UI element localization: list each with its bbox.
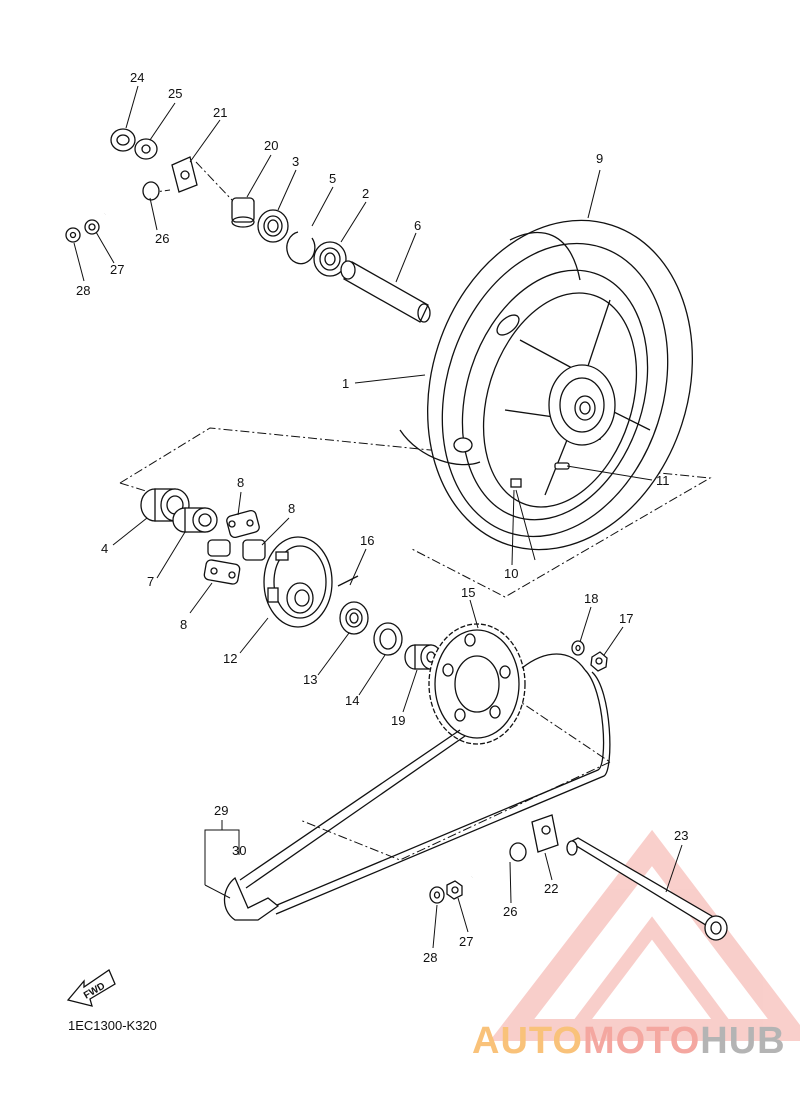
callout-9: 9 — [596, 151, 603, 166]
callout-15: 15 — [461, 585, 475, 600]
part-8-dampers — [203, 509, 266, 585]
part-21-adjust-plate — [171, 156, 198, 193]
callout-13: 13 — [303, 672, 317, 687]
part-28-washer — [65, 227, 81, 243]
callouts: 24 25 21 20 3 5 2 26 27 28 6 9 1 11 10 8… — [76, 70, 688, 965]
part-20-collar — [231, 197, 255, 228]
callout-30: 30 — [232, 843, 246, 858]
part-11-weight — [554, 462, 570, 470]
callout-26-lower: 26 — [503, 904, 517, 919]
watermark-part-auto: AUTO — [472, 1020, 583, 1062]
part-3-bearing — [257, 209, 289, 243]
callout-24: 24 — [130, 70, 144, 85]
part-12-clutch-hub — [263, 536, 333, 628]
callout-17: 17 — [619, 611, 633, 626]
callout-8-bottom: 8 — [180, 617, 187, 632]
part-16-stud — [337, 575, 359, 587]
callout-21: 21 — [213, 105, 227, 120]
callout-1: 1 — [342, 376, 349, 391]
part-13-bearing — [339, 601, 369, 635]
callout-8-right: 8 — [288, 501, 295, 516]
callout-16: 16 — [360, 533, 374, 548]
part-25-washer — [134, 138, 158, 160]
callout-23: 23 — [674, 828, 688, 843]
part-5-circlip — [286, 231, 316, 265]
part-15-sprocket — [428, 623, 526, 745]
callout-12: 12 — [223, 651, 237, 666]
callout-26: 26 — [155, 231, 169, 246]
callout-8-top: 8 — [237, 475, 244, 490]
part-19-collar — [404, 644, 442, 670]
part-26-bolt — [104, 181, 160, 216]
part-28-washer-lower — [429, 886, 445, 904]
part-1-wheel-with-tire-9 — [399, 219, 693, 551]
part-29-drive-chain — [223, 653, 611, 921]
leader-lines — [73, 85, 683, 949]
callout-20: 20 — [264, 138, 278, 153]
part-24-nut — [110, 128, 136, 152]
callout-11: 11 — [656, 473, 670, 488]
callout-7: 7 — [147, 574, 154, 589]
callout-4: 4 — [101, 541, 108, 556]
automotohub-logo-icon — [489, 829, 800, 1041]
part-26-bolt-lower — [471, 842, 527, 879]
callout-22: 22 — [544, 881, 558, 896]
callout-27-lower: 27 — [459, 934, 473, 949]
callout-28: 28 — [76, 283, 90, 298]
callout-2: 2 — [362, 186, 369, 201]
part-7-collar — [172, 507, 218, 533]
callout-28-lower: 28 — [423, 950, 437, 965]
callout-19: 19 — [391, 713, 405, 728]
watermark-part-moto: MOTO — [582, 1020, 701, 1062]
callout-5: 5 — [329, 171, 336, 186]
callout-29: 29 — [214, 803, 228, 818]
part-2-bearing — [313, 241, 347, 277]
callout-18: 18 — [584, 591, 598, 606]
callout-10: 10 — [504, 566, 518, 581]
callout-27: 27 — [110, 262, 124, 277]
callout-14: 14 — [345, 693, 359, 708]
watermark-text: AUTOMOTOHUB — [472, 1020, 786, 1063]
callout-3: 3 — [292, 154, 299, 169]
part-27-nut — [84, 219, 100, 235]
part-6-spacer — [340, 260, 431, 323]
callout-6: 6 — [414, 218, 421, 233]
watermark-part-hub: HUB — [700, 1020, 786, 1062]
part-27-nut-lower — [446, 880, 463, 900]
callout-25: 25 — [168, 86, 182, 101]
part-23-rear-axle — [566, 837, 728, 941]
part-17-nut — [590, 651, 608, 672]
part-18-washer — [571, 640, 585, 656]
fwd-label: FWD — [82, 981, 107, 1002]
part-22-adjust-plate — [531, 814, 559, 853]
forward-arrow-icon: FWD — [66, 969, 116, 1007]
catalog-number: 1EC1300-K320 — [68, 1018, 157, 1033]
part-14-oil-seal — [373, 622, 403, 656]
